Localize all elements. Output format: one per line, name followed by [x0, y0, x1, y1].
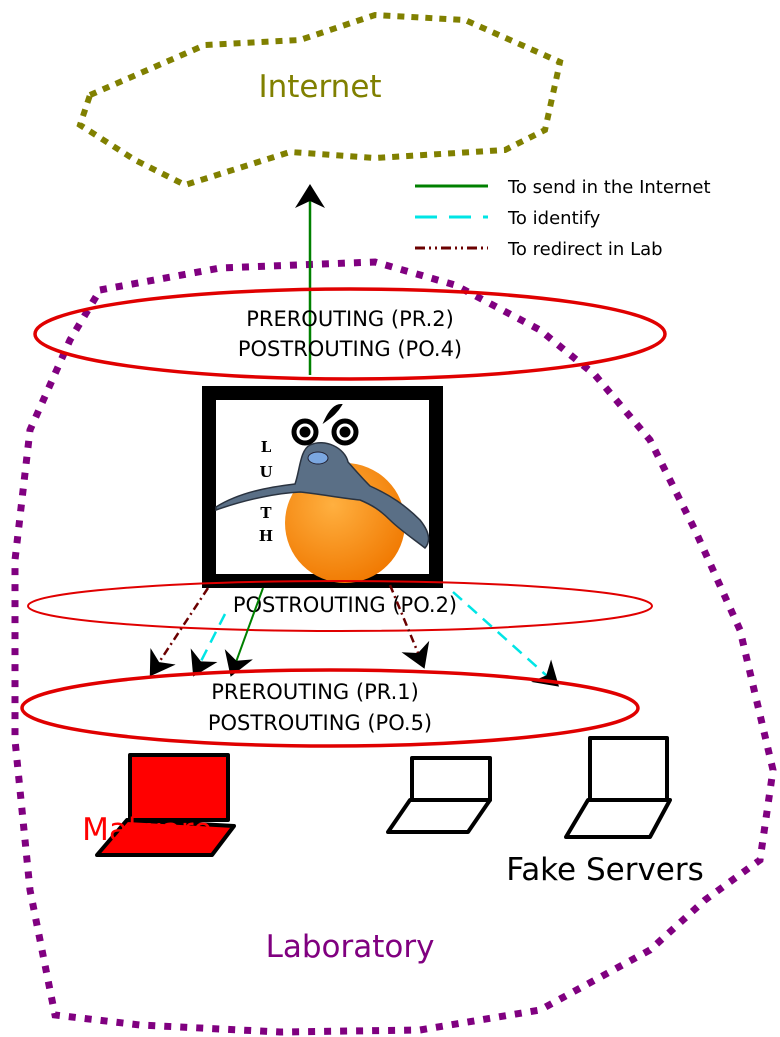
- internet-label: Internet: [258, 69, 381, 105]
- legend: To send in the Internet To identify To r…: [415, 177, 711, 260]
- logo-letter-u: U: [259, 463, 272, 481]
- legend-label-redirect: To redirect in Lab: [507, 239, 663, 260]
- send-arrow-malware: [224, 587, 264, 677]
- identify-arrow-malware: [190, 613, 227, 677]
- internet-cloud-boundary: [76, 11, 564, 189]
- hook-middle-line1: POSTROUTING (PO.2): [233, 593, 457, 617]
- hook-top-line2: POSTROUTING (PO.4): [238, 337, 462, 361]
- malware-laptop-icon: [95, 753, 236, 857]
- hook-bottom-line2: POSTROUTING (PO.5): [208, 711, 432, 735]
- fake-server-laptop-1-icon: [386, 756, 492, 834]
- gateway-logo: L U T H: [202, 386, 443, 588]
- fake-server-laptop-2-icon: [564, 736, 672, 839]
- redirect-arrow-server-1: [388, 584, 430, 669]
- flow-arrows: [149, 584, 559, 687]
- identify-arrow-server-2: [452, 591, 559, 687]
- hook-ring-top: [33, 287, 667, 381]
- logo-letter-l: L: [261, 438, 272, 456]
- celtic-swirl-icon: [291, 403, 359, 446]
- legend-label-identify: To identify: [507, 208, 601, 229]
- redirect-arrow-malware: [149, 587, 210, 677]
- hook-ring-bottom: [20, 668, 640, 748]
- hook-ring-middle: [27, 580, 653, 632]
- fake-servers-label: Fake Servers: [506, 852, 704, 888]
- logo-letter-t: T: [260, 504, 272, 522]
- laboratory-label: Laboratory: [266, 929, 435, 965]
- hook-bottom-line1: PREROUTING (PR.1): [211, 680, 419, 704]
- hook-top-line1: PREROUTING (PR.2): [246, 307, 454, 331]
- turtle-eye-icon: [307, 451, 329, 465]
- logo-letter-h: H: [259, 527, 273, 545]
- malware-label: Malware: [82, 812, 212, 848]
- legend-label-send: To send in the Internet: [507, 177, 711, 198]
